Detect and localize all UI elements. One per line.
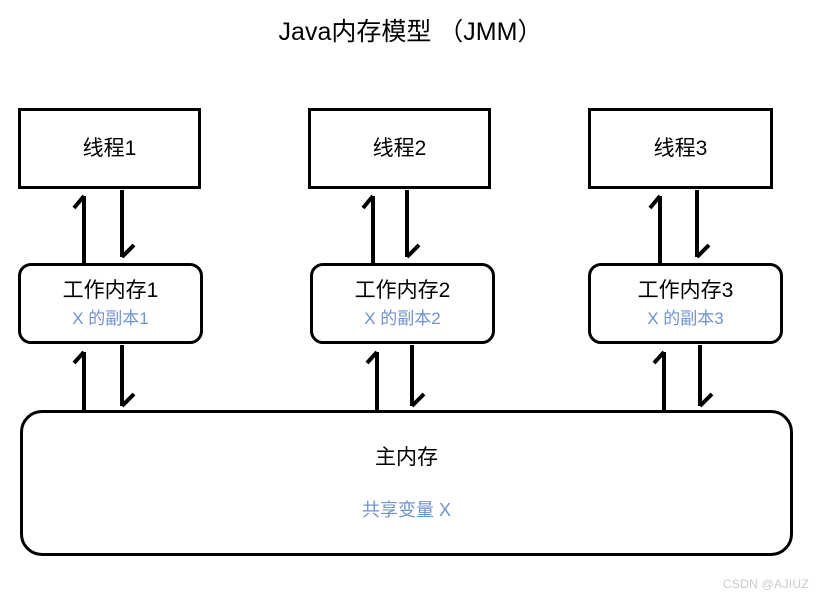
thread-label: 线程2	[372, 136, 427, 160]
page-title: Java内存模型 （JMM）	[278, 18, 543, 46]
main-memory-box: 主内存 共享变量 X	[20, 410, 793, 556]
arrow-main-to-worker2-up	[365, 350, 379, 410]
arrow-thread2-to-worker2-down	[405, 190, 421, 259]
working-memory-label: 工作内存2	[354, 278, 451, 302]
working-memory-box-3: 工作内存3 X 的副本3	[588, 263, 783, 344]
working-memory-variable: X 的副本3	[647, 308, 724, 328]
arrow-main-to-worker1-up	[72, 350, 86, 410]
thread-box-1: 线程1	[18, 108, 201, 189]
thread-box-3: 线程3	[588, 108, 773, 189]
main-memory-variable: 共享变量 X	[361, 500, 451, 520]
working-memory-box-1: 工作内存1 X 的副本1	[18, 263, 203, 344]
working-memory-variable: X 的副本2	[364, 308, 441, 328]
arrow-worker3-to-main-down	[698, 345, 714, 408]
arrow-thread1-to-worker1-down	[120, 190, 136, 259]
thread-label: 线程3	[653, 136, 708, 160]
working-memory-label: 工作内存3	[637, 278, 734, 302]
arrow-worker2-to-thread2-up	[361, 194, 375, 263]
working-memory-label: 工作内存1	[62, 278, 159, 302]
arrow-worker1-to-thread1-up	[72, 194, 86, 263]
arrow-worker2-to-main-down	[410, 345, 426, 408]
working-memory-variable: X 的副本1	[72, 308, 149, 328]
arrow-worker1-to-main-down	[120, 345, 136, 408]
arrow-worker3-to-thread3-up	[648, 194, 662, 263]
arrow-thread3-to-worker3-down	[695, 190, 711, 259]
thread-box-2: 线程2	[308, 108, 491, 189]
working-memory-box-2: 工作内存2 X 的副本2	[310, 263, 495, 344]
main-memory-label: 主内存	[375, 446, 438, 469]
arrow-main-to-worker3-up	[652, 350, 666, 410]
thread-label: 线程1	[82, 136, 137, 160]
watermark: CSDN @AJIUZ	[722, 577, 809, 591]
